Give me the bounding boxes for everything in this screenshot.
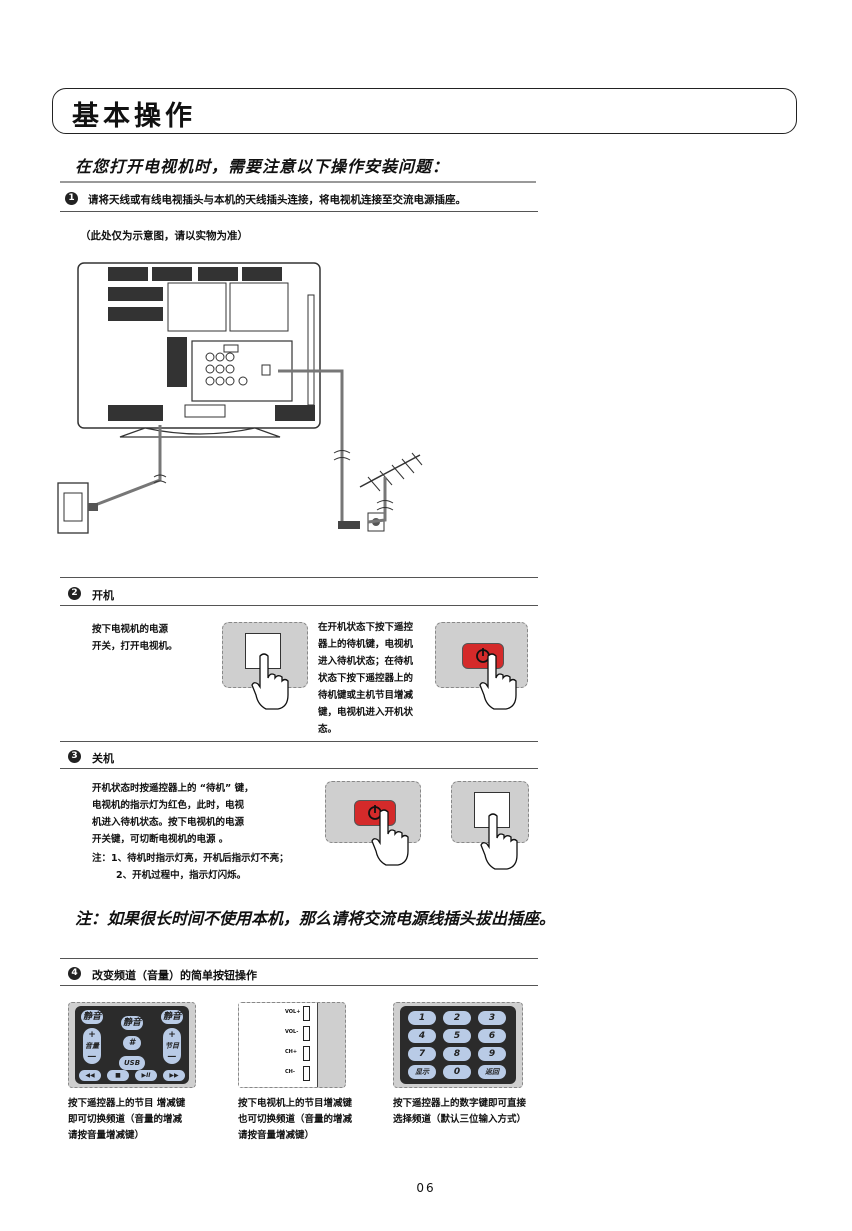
numpad-key[interactable]: 4 [408,1029,436,1043]
step-number-1: 1 [65,192,78,205]
key-hash[interactable]: # [123,1036,141,1050]
unplug-warning: 注：如果很长时间不使用本机，那么请将交流电源线插头拔出插座。 [75,909,556,928]
numpad-key[interactable]: 6 [478,1029,506,1043]
hand-press-icon [371,809,409,866]
caption-remote-channel: 按下遥控器上的节目 增减键 即可切换频道（音量的增减 请按音量增减键） [68,1098,186,1141]
remote-control: 静音 静音 静音 +音量— # +节目— USB ◀◀ ■ ▶II ▶▶ [75,1006,189,1084]
key-mute[interactable]: 静音 [121,1016,143,1030]
step1-text: 请将天线或有线电视插头与本机的天线插头连接，将电视机连接至交流电源插座。 [88,194,466,206]
divider [60,741,538,742]
numpad-key[interactable]: 0 [443,1065,471,1079]
step4-heading: 改变频道（音量）的简单按钮操作 [92,969,257,982]
button-vol-down[interactable] [303,1026,310,1041]
key-play-pause[interactable]: ▶II [135,1070,157,1081]
key-fast-forward[interactable]: ▶▶ [163,1070,185,1081]
panel-label-ch-down: CH- [285,1069,295,1075]
key-volume[interactable]: +音量— [83,1028,101,1064]
button-ch-up[interactable] [303,1046,310,1061]
caption-numpad: 按下遥控器上的数字键即可直接 选择频道（默认三位输入方式） [393,1098,527,1125]
standby-button[interactable] [462,643,504,669]
step-number-3: 3 [68,750,81,763]
hand-press-icon [479,653,517,710]
tv-side-panel: VOL+ VOL- CH+ CH- [238,1002,346,1088]
indicator-notes: 注：1、待机时指示灯亮，开机后指示灯不亮； 2、开机过程中，指示灯闪烁。 [92,853,289,881]
hand-press-icon [480,813,518,870]
tv-connection-illustration [57,262,423,534]
caption-tv-channel: 按下电视机上的节目增减键 也可切换频道（音量的增减 请按音量增减键） [238,1098,353,1141]
numpad-key[interactable]: 2 [443,1011,471,1025]
divider [60,577,538,578]
page-number: 06 [416,1181,436,1195]
numpad-key[interactable]: 7 [408,1047,436,1061]
standby-instruction: 在开机状态下按下遥控 器上的待机键，电视机 进入待机状态；在待机 状态下按下遥控… [318,622,414,735]
title-frame [52,88,797,134]
divider [60,181,536,183]
numpad-key[interactable]: 8 [443,1047,471,1061]
step-number-4: 4 [68,967,81,980]
page-title: 基本操作 [72,101,196,132]
button-ch-down[interactable] [303,1066,310,1081]
panel-label-ch-up: CH+ [285,1049,298,1055]
divider [60,958,538,959]
panel-label-vol-up: VOL+ [285,1009,301,1015]
key-stop[interactable]: ■ [107,1070,129,1081]
numpad-key[interactable]: 3 [478,1011,506,1025]
page-subtitle: 在您打开电视机时，需要注意以下操作安装问题： [75,157,450,176]
numpad-key[interactable]: 显示 [408,1065,436,1079]
numpad-key[interactable]: 返回 [478,1065,506,1079]
remote-channel-panel: 静音 静音 静音 +音量— # +节目— USB ◀◀ ■ ▶II ▶▶ [68,1002,196,1088]
divider [60,211,538,212]
step3-heading: 关机 [92,752,114,765]
remote-power-panel [435,622,528,688]
numpad-key[interactable]: 1 [408,1011,436,1025]
illustration-note: （此处仅为示意图，请以实物为准） [80,230,248,242]
key-usb[interactable]: USB [119,1056,145,1070]
key-rewind[interactable]: ◀◀ [79,1070,101,1081]
power-on-instruction: 按下电视机的电源 开关，打开电视机。 [92,624,178,652]
remote-power-panel [325,781,421,843]
key-channel[interactable]: +节目— [163,1028,181,1064]
step2-heading: 开机 [92,589,114,602]
numpad-key[interactable]: 9 [478,1047,506,1061]
divider [60,768,538,769]
divider [60,605,538,606]
step-number-2: 2 [68,587,81,600]
standby-button[interactable] [354,800,396,826]
power-off-instruction: 开机状态时按遥控器上的 “待机” 键， 电视机的指示灯为红色，此时，电视 机进入… [92,783,254,845]
key-mute[interactable]: 静音 [161,1010,183,1024]
button-vol-up[interactable] [303,1006,310,1021]
hand-press-icon [251,653,289,710]
numpad-key[interactable]: 5 [443,1029,471,1043]
panel-label-vol-down: VOL- [285,1029,299,1035]
key-mute[interactable]: 静音 [81,1010,103,1024]
divider [60,985,538,986]
